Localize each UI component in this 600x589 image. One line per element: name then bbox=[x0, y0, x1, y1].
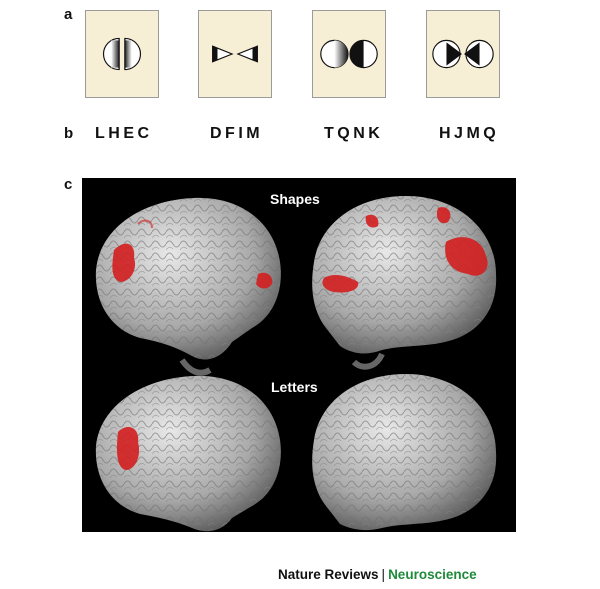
stimulus-box-2 bbox=[198, 10, 272, 98]
condition-label-letters: Letters bbox=[271, 379, 318, 395]
triangles-facing-icon bbox=[212, 45, 258, 63]
journal-credit: Nature Reviews|Neuroscience bbox=[278, 567, 477, 582]
letter-string-4: HJMQ bbox=[439, 125, 500, 142]
stimulus-box-3 bbox=[312, 10, 386, 98]
activation-frontal bbox=[256, 272, 273, 289]
letter-string-2: DFIM bbox=[210, 125, 264, 142]
activation-frontal-right bbox=[322, 275, 359, 293]
activation-parietal bbox=[436, 207, 451, 224]
panel-label-b: b bbox=[64, 125, 74, 142]
letter-string-1: LHEC bbox=[95, 125, 153, 142]
half-shaded-circles-icon bbox=[320, 39, 378, 69]
journal-name: Nature Reviews bbox=[278, 567, 379, 582]
letter-string-3: TQNK bbox=[324, 125, 384, 142]
panel-label-c: c bbox=[64, 176, 73, 193]
activation-occipital bbox=[112, 243, 136, 282]
brain-shapes-left bbox=[95, 197, 281, 376]
split-semicircles-icon bbox=[103, 37, 141, 71]
brain-letters-right bbox=[312, 374, 497, 531]
stimulus-box-4 bbox=[426, 10, 500, 98]
notched-circles-icon bbox=[432, 39, 494, 69]
brain-letters-left bbox=[95, 375, 281, 532]
brain-shapes-right bbox=[312, 196, 497, 370]
activation-superior bbox=[365, 214, 379, 228]
activation-occipital-right bbox=[445, 237, 488, 276]
activation-occipitotemporal bbox=[116, 427, 140, 470]
condition-label-shapes: Shapes bbox=[270, 191, 320, 207]
credit-separator: | bbox=[381, 567, 386, 582]
panel-label-a: a bbox=[64, 6, 73, 23]
brain-activation-panel: Shapes Letters bbox=[82, 178, 516, 532]
stimulus-box-1 bbox=[85, 10, 159, 98]
journal-section: Neuroscience bbox=[388, 567, 477, 582]
